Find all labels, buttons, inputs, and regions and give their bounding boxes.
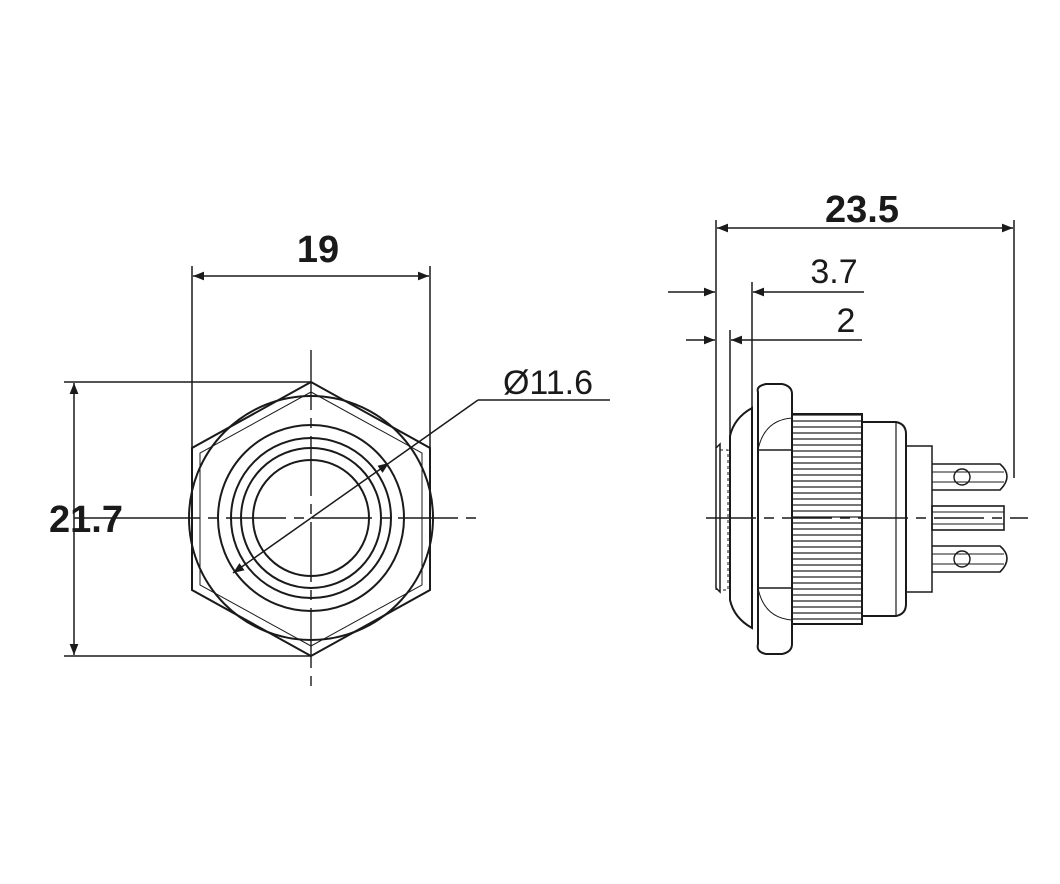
terminal-base [905,445,933,593]
nut-chamfer-top [757,417,793,451]
diameter-leader [388,399,479,464]
side-view [668,220,1028,655]
hex-nut-inner-outline [199,391,423,647]
terminal-upper [932,463,1008,491]
flange-label: 3.7 [810,253,857,291]
terminal-middle [931,505,1005,531]
nut-side [756,383,793,655]
diameter-dimension-line [232,462,390,574]
length-label: 23.5 [825,189,899,231]
diameter-label: Ø11.6 [503,364,593,402]
threaded-body [791,413,863,625]
terminal-lower [932,545,1008,573]
width-label: 19 [297,229,339,271]
rear-housing [861,421,907,617]
front-view [64,266,610,690]
led-dome [720,449,729,591]
nut-chamfer-bottom [757,587,793,621]
cap-label: 2 [837,302,856,340]
height-label: 21.7 [49,499,123,541]
